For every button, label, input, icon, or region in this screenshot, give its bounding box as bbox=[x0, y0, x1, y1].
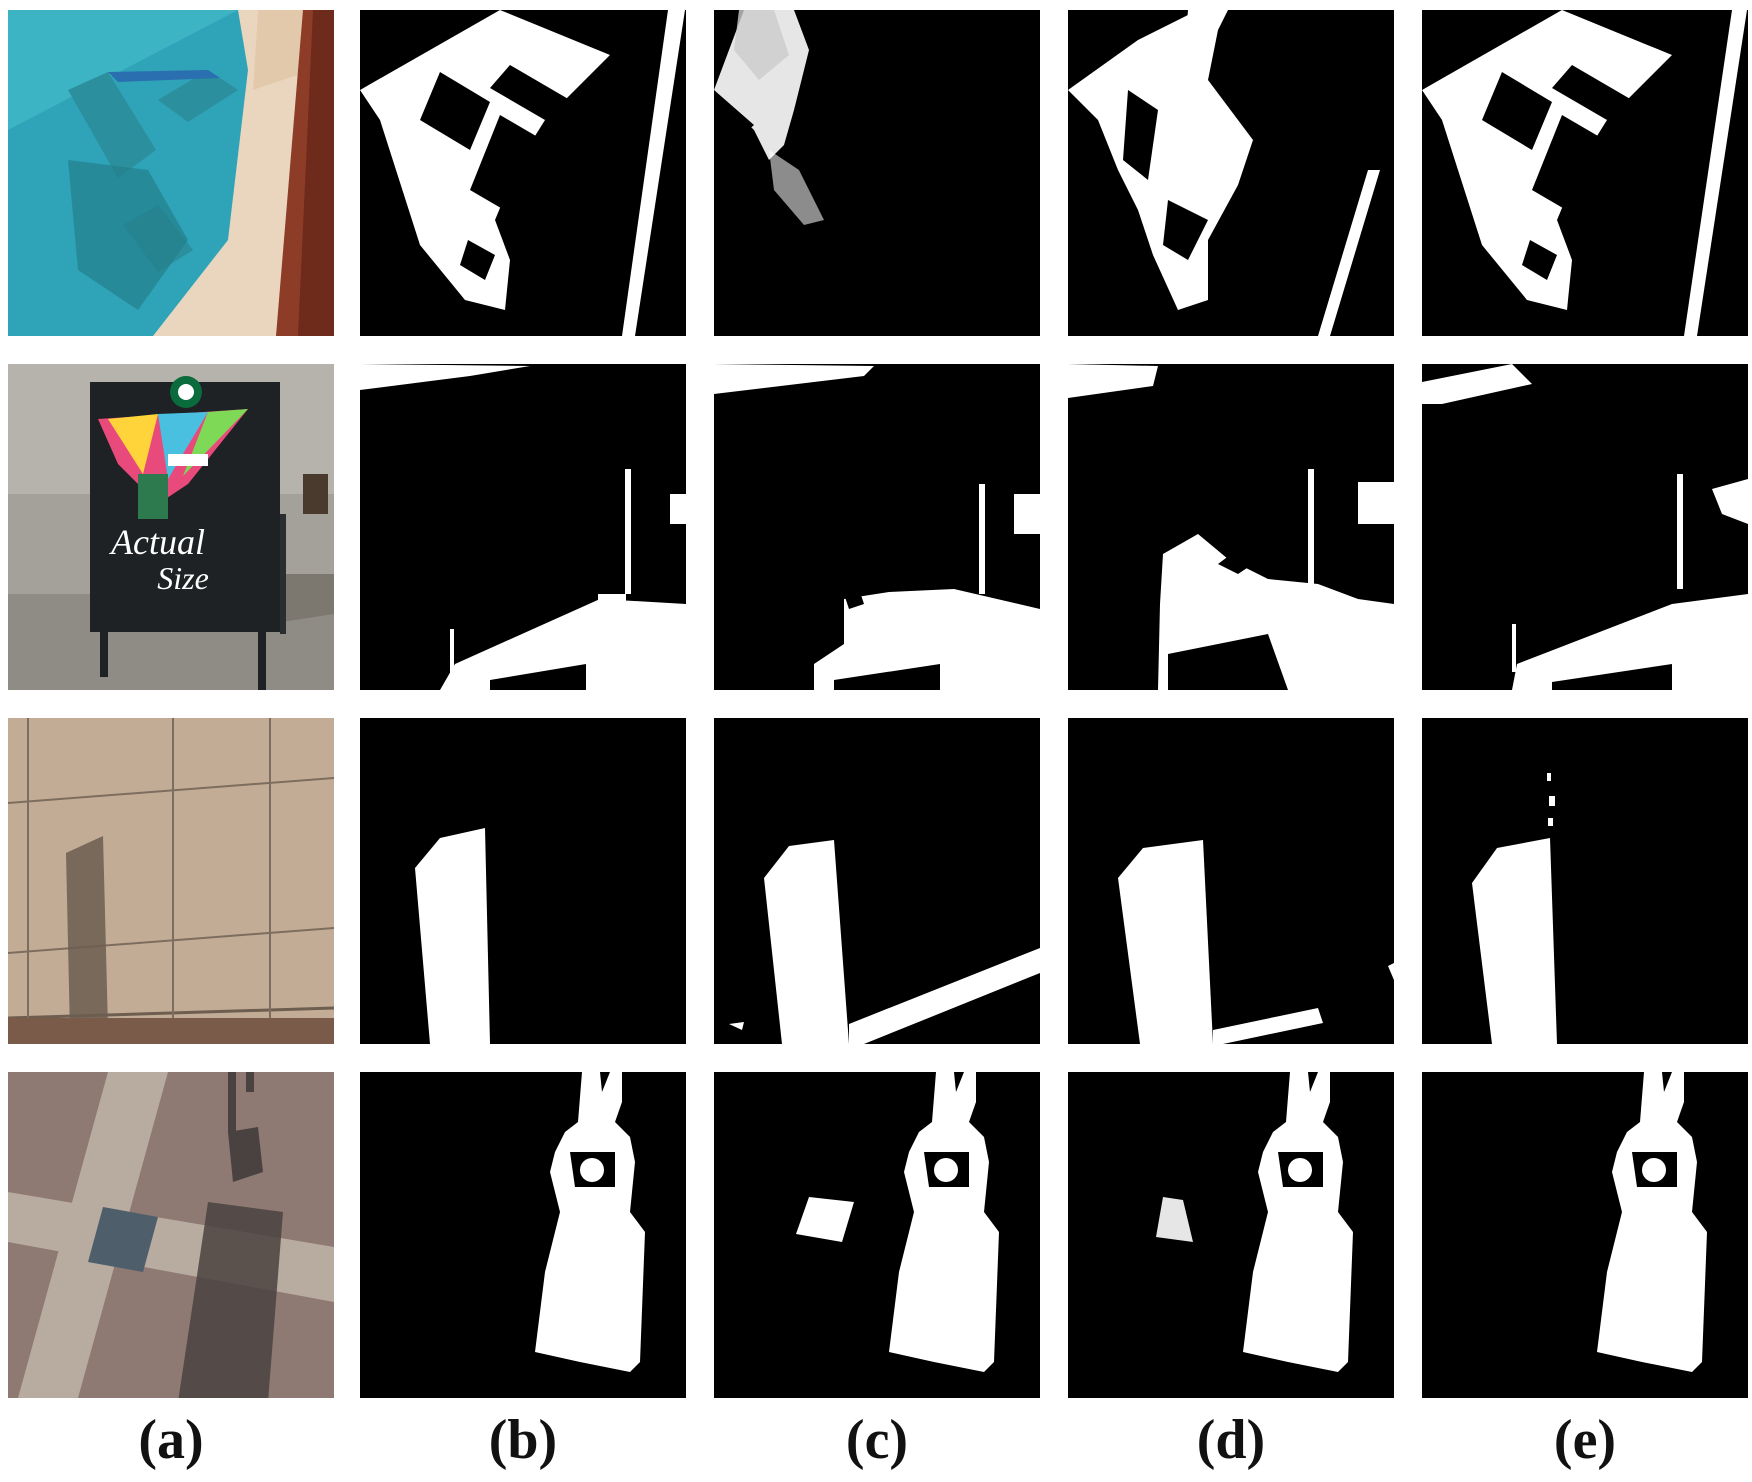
row3-mask-b bbox=[360, 718, 686, 1044]
row3-mask-e bbox=[1422, 718, 1748, 1044]
row3-mask-c bbox=[714, 718, 1040, 1044]
row4-mask-e bbox=[1422, 1072, 1748, 1398]
row2-mask-e bbox=[1422, 364, 1748, 690]
row4-mask-c bbox=[714, 1072, 1040, 1398]
svg-text:Actual: Actual bbox=[109, 522, 205, 562]
row2-mask-d bbox=[1068, 364, 1394, 690]
row2-mask-b bbox=[360, 364, 686, 690]
svg-text:Size: Size bbox=[157, 560, 209, 596]
column-label-e: (e) bbox=[1553, 1409, 1617, 1471]
row4-mask-d bbox=[1068, 1072, 1394, 1398]
cafe-sign-photo: Actual Size bbox=[8, 364, 334, 690]
row1-mask-d bbox=[1068, 10, 1394, 336]
row1-mask-c bbox=[714, 10, 1040, 336]
row3-input-image bbox=[8, 718, 334, 1044]
row1-mask-e bbox=[1422, 10, 1748, 336]
row1-mask-b bbox=[360, 10, 686, 336]
row4-input-image bbox=[8, 1072, 334, 1398]
paved-walkway-photo bbox=[8, 1072, 334, 1398]
column-label-c: (c) bbox=[845, 1409, 909, 1471]
column-label-b: (b) bbox=[488, 1409, 558, 1471]
row1-input-image bbox=[8, 10, 334, 336]
row2-input-image: Actual Size bbox=[8, 364, 334, 690]
pool-steps-photo bbox=[8, 10, 334, 336]
tiled-wall-photo bbox=[8, 718, 334, 1044]
column-label-a: (a) bbox=[138, 1409, 204, 1471]
column-label-d: (d) bbox=[1196, 1409, 1266, 1471]
row3-mask-d bbox=[1068, 718, 1394, 1044]
row2-mask-c bbox=[714, 364, 1040, 690]
row4-mask-b bbox=[360, 1072, 686, 1398]
